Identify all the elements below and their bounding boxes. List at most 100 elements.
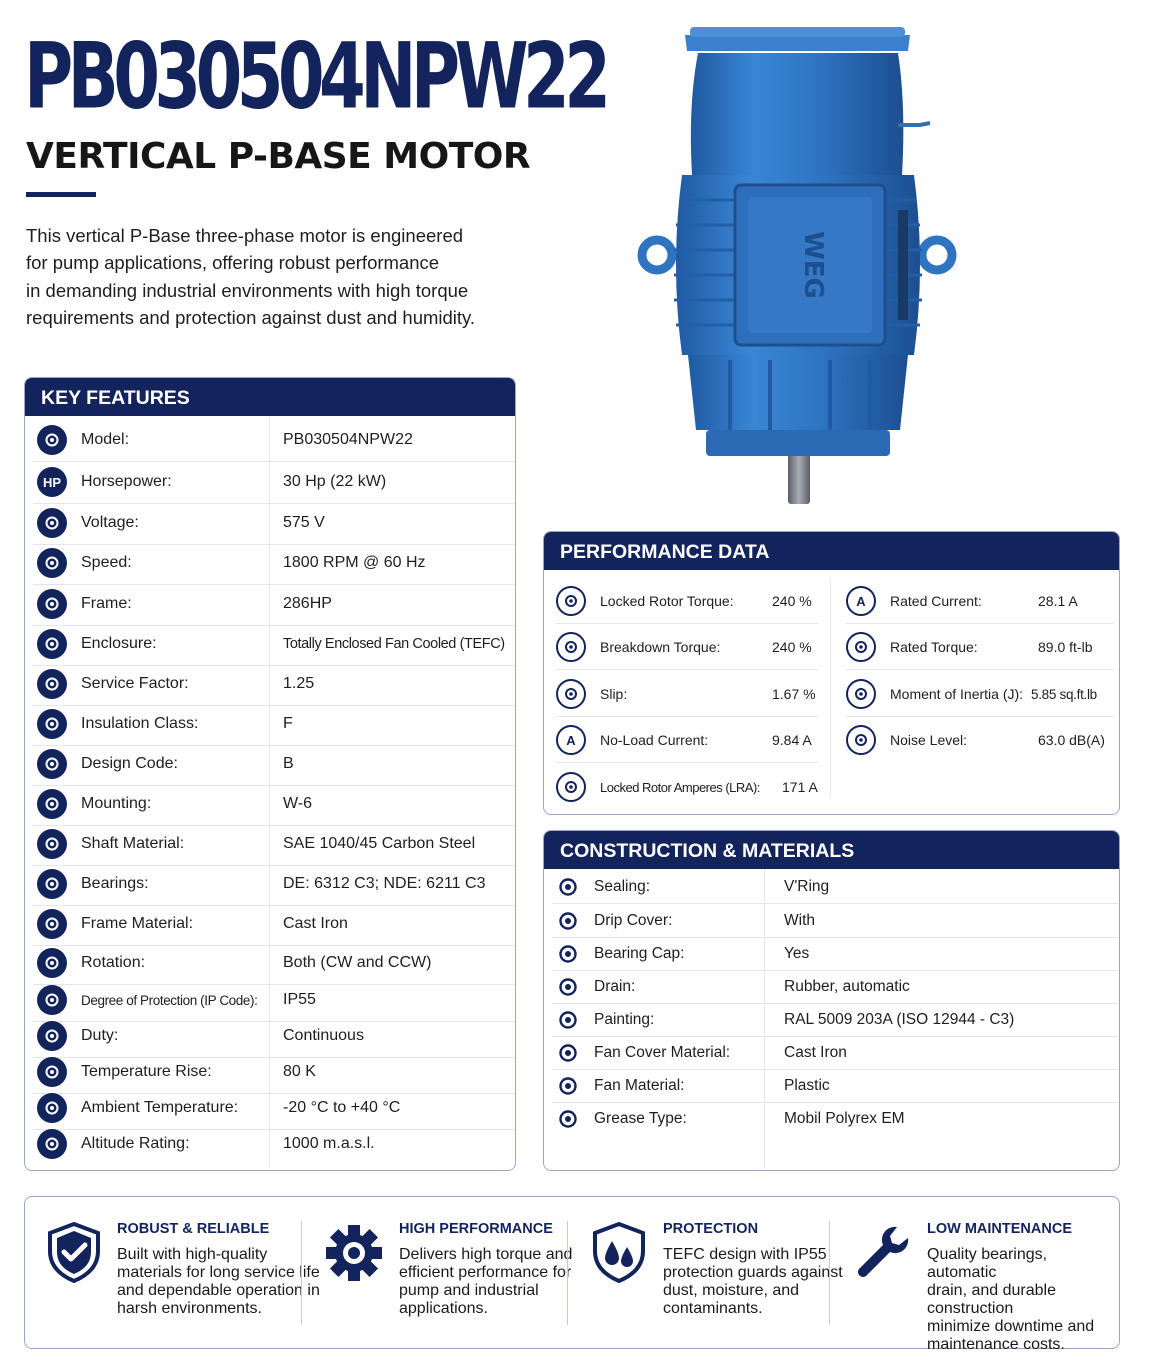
product-subtitle: VERTICAL P-BASE MOTOR (26, 136, 531, 177)
construction-label: Grease Type: (594, 1109, 687, 1127)
highlight-title: PROTECTION (663, 1221, 759, 1237)
paint-icon (556, 1008, 580, 1032)
construction-row: Fan Material:Plastic (544, 1069, 1119, 1102)
construction-value: With (784, 911, 815, 929)
performance-item: Locked Rotor Amperes (LRA):171 A (556, 764, 818, 810)
feature-value: Totally Enclosed Fan Cooled (TEFC) (283, 636, 505, 652)
feature-label: Temperature Rise: (81, 1063, 212, 1080)
construction-title: CONSTRUCTION & MATERIALS (544, 831, 1119, 869)
row-divider (33, 705, 515, 706)
feature-row: Shaft Material:SAE 1040/45 Carbon Steel (25, 824, 515, 864)
row-divider (33, 544, 515, 545)
cube-icon (37, 909, 67, 939)
title-underline (26, 192, 96, 197)
feature-label: Speed: (81, 554, 132, 571)
performance-panel: PERFORMANCE DATA Locked Rotor Torque:240… (543, 531, 1120, 815)
feature-value: 1.25 (283, 675, 315, 692)
inertia-icon (846, 679, 876, 709)
construction-row: Bearing Cap:Yes (544, 937, 1119, 970)
column-divider (764, 869, 765, 1169)
feature-row: Temperature Rise:80 K (25, 1052, 515, 1092)
feature-row: Design Code:B (25, 744, 515, 784)
performance-label: Moment of Inertia (J): (890, 686, 1024, 702)
feature-value: 286HP (283, 595, 332, 612)
row-divider (33, 665, 515, 666)
feature-label: Degree of Protection (IP Code): (81, 992, 258, 1008)
torque-icon (846, 632, 876, 662)
feature-value: 575 V (283, 514, 325, 531)
performance-value: 240 % (772, 593, 812, 609)
feature-label: Frame Material: (81, 915, 194, 932)
highlight-line: Built with high-quality (117, 1246, 268, 1263)
model-title: PB030504NPW22 (24, 23, 611, 129)
highlight-line: TEFC design with IP55 (663, 1246, 827, 1263)
construction-label: Painting: (594, 1010, 655, 1028)
row-divider (552, 1102, 1118, 1103)
feature-value: 1800 RPM @ 60 Hz (283, 554, 426, 571)
highlight-divider (567, 1221, 568, 1325)
row-divider (33, 984, 515, 985)
highlight-line: Quality bearings, automatic (927, 1246, 1048, 1281)
shaft-icon (37, 829, 67, 859)
highlight-line: Delivers high torque and (399, 1246, 573, 1263)
highlight-line: materials for long service life (117, 1264, 320, 1281)
performance-item: Noise Level:63.0 dB(A) (846, 717, 1116, 763)
highlight-line: maintenance costs. (927, 1336, 1065, 1353)
performance-value: 5.85 sq.ft.lb (1031, 686, 1097, 702)
highlight-line: protection guards against (663, 1264, 843, 1281)
fan-icon (556, 1074, 580, 1098)
construction-row: Drain:Rubber, automatic (544, 970, 1119, 1003)
performance-value: 63.0 dB(A) (1038, 732, 1105, 748)
feature-value: -20 °C to +40 °C (283, 1099, 401, 1116)
row-divider (33, 865, 515, 866)
highlight-line: contaminants. (663, 1300, 763, 1317)
hp-icon: HP (37, 467, 67, 497)
drip-cover-icon (556, 909, 580, 933)
row-divider (846, 623, 1114, 624)
feature-row: Insulation Class:F (25, 704, 515, 744)
feature-row: Duty:Continuous (25, 1016, 515, 1056)
shield-check-icon (45, 1221, 103, 1288)
feature-label: Bearings: (81, 875, 149, 892)
torque-icon (556, 586, 586, 616)
row-divider (556, 716, 818, 717)
drain-icon (556, 975, 580, 999)
highlight-card (25, 1197, 26, 1347)
highlight-line: harsh environments. (117, 1300, 262, 1317)
feature-label: Model: (81, 431, 130, 448)
feature-label: Shaft Material: (81, 835, 185, 852)
feature-value: Continuous (283, 1027, 364, 1044)
feature-value: W-6 (283, 795, 313, 812)
construction-value: RAL 5009 203A (ISO 12944 - C3) (784, 1010, 1015, 1028)
construction-value: Rubber, automatic (784, 977, 910, 995)
performance-value: 240 % (772, 639, 812, 655)
highlight-title: ROBUST & RELIABLE (117, 1221, 270, 1237)
row-divider (552, 903, 1118, 904)
performance-value: 9.84 A (772, 732, 812, 748)
nameplate-icon (37, 749, 67, 779)
speedometer-icon (37, 548, 67, 578)
shield-drops-icon (590, 1221, 648, 1288)
performance-label: Rated Current: (890, 593, 982, 609)
feature-row: Model:PB030504NPW22 (25, 420, 515, 460)
construction-label: Fan Material: (594, 1076, 685, 1094)
feature-label: Voltage: (81, 514, 139, 531)
speaker-icon (846, 725, 876, 755)
performance-label: No-Load Current: (600, 732, 709, 748)
highlight-title: HIGH PERFORMANCE (399, 1221, 553, 1237)
row-divider (33, 945, 515, 946)
performance-label: Slip: (600, 686, 628, 702)
row-divider (33, 503, 515, 504)
intro-line: requirements and protection against dust… (26, 306, 476, 328)
row-divider (33, 1021, 515, 1022)
row-divider (33, 905, 515, 906)
construction-label: Fan Cover Material: (594, 1043, 731, 1061)
construction-label: Drip Cover: (594, 911, 673, 929)
feature-label: Service Factor: (81, 675, 189, 692)
feature-row: Enclosure:Totally Enclosed Fan Cooled (T… (25, 624, 515, 664)
feature-label: Rotation: (81, 954, 146, 971)
